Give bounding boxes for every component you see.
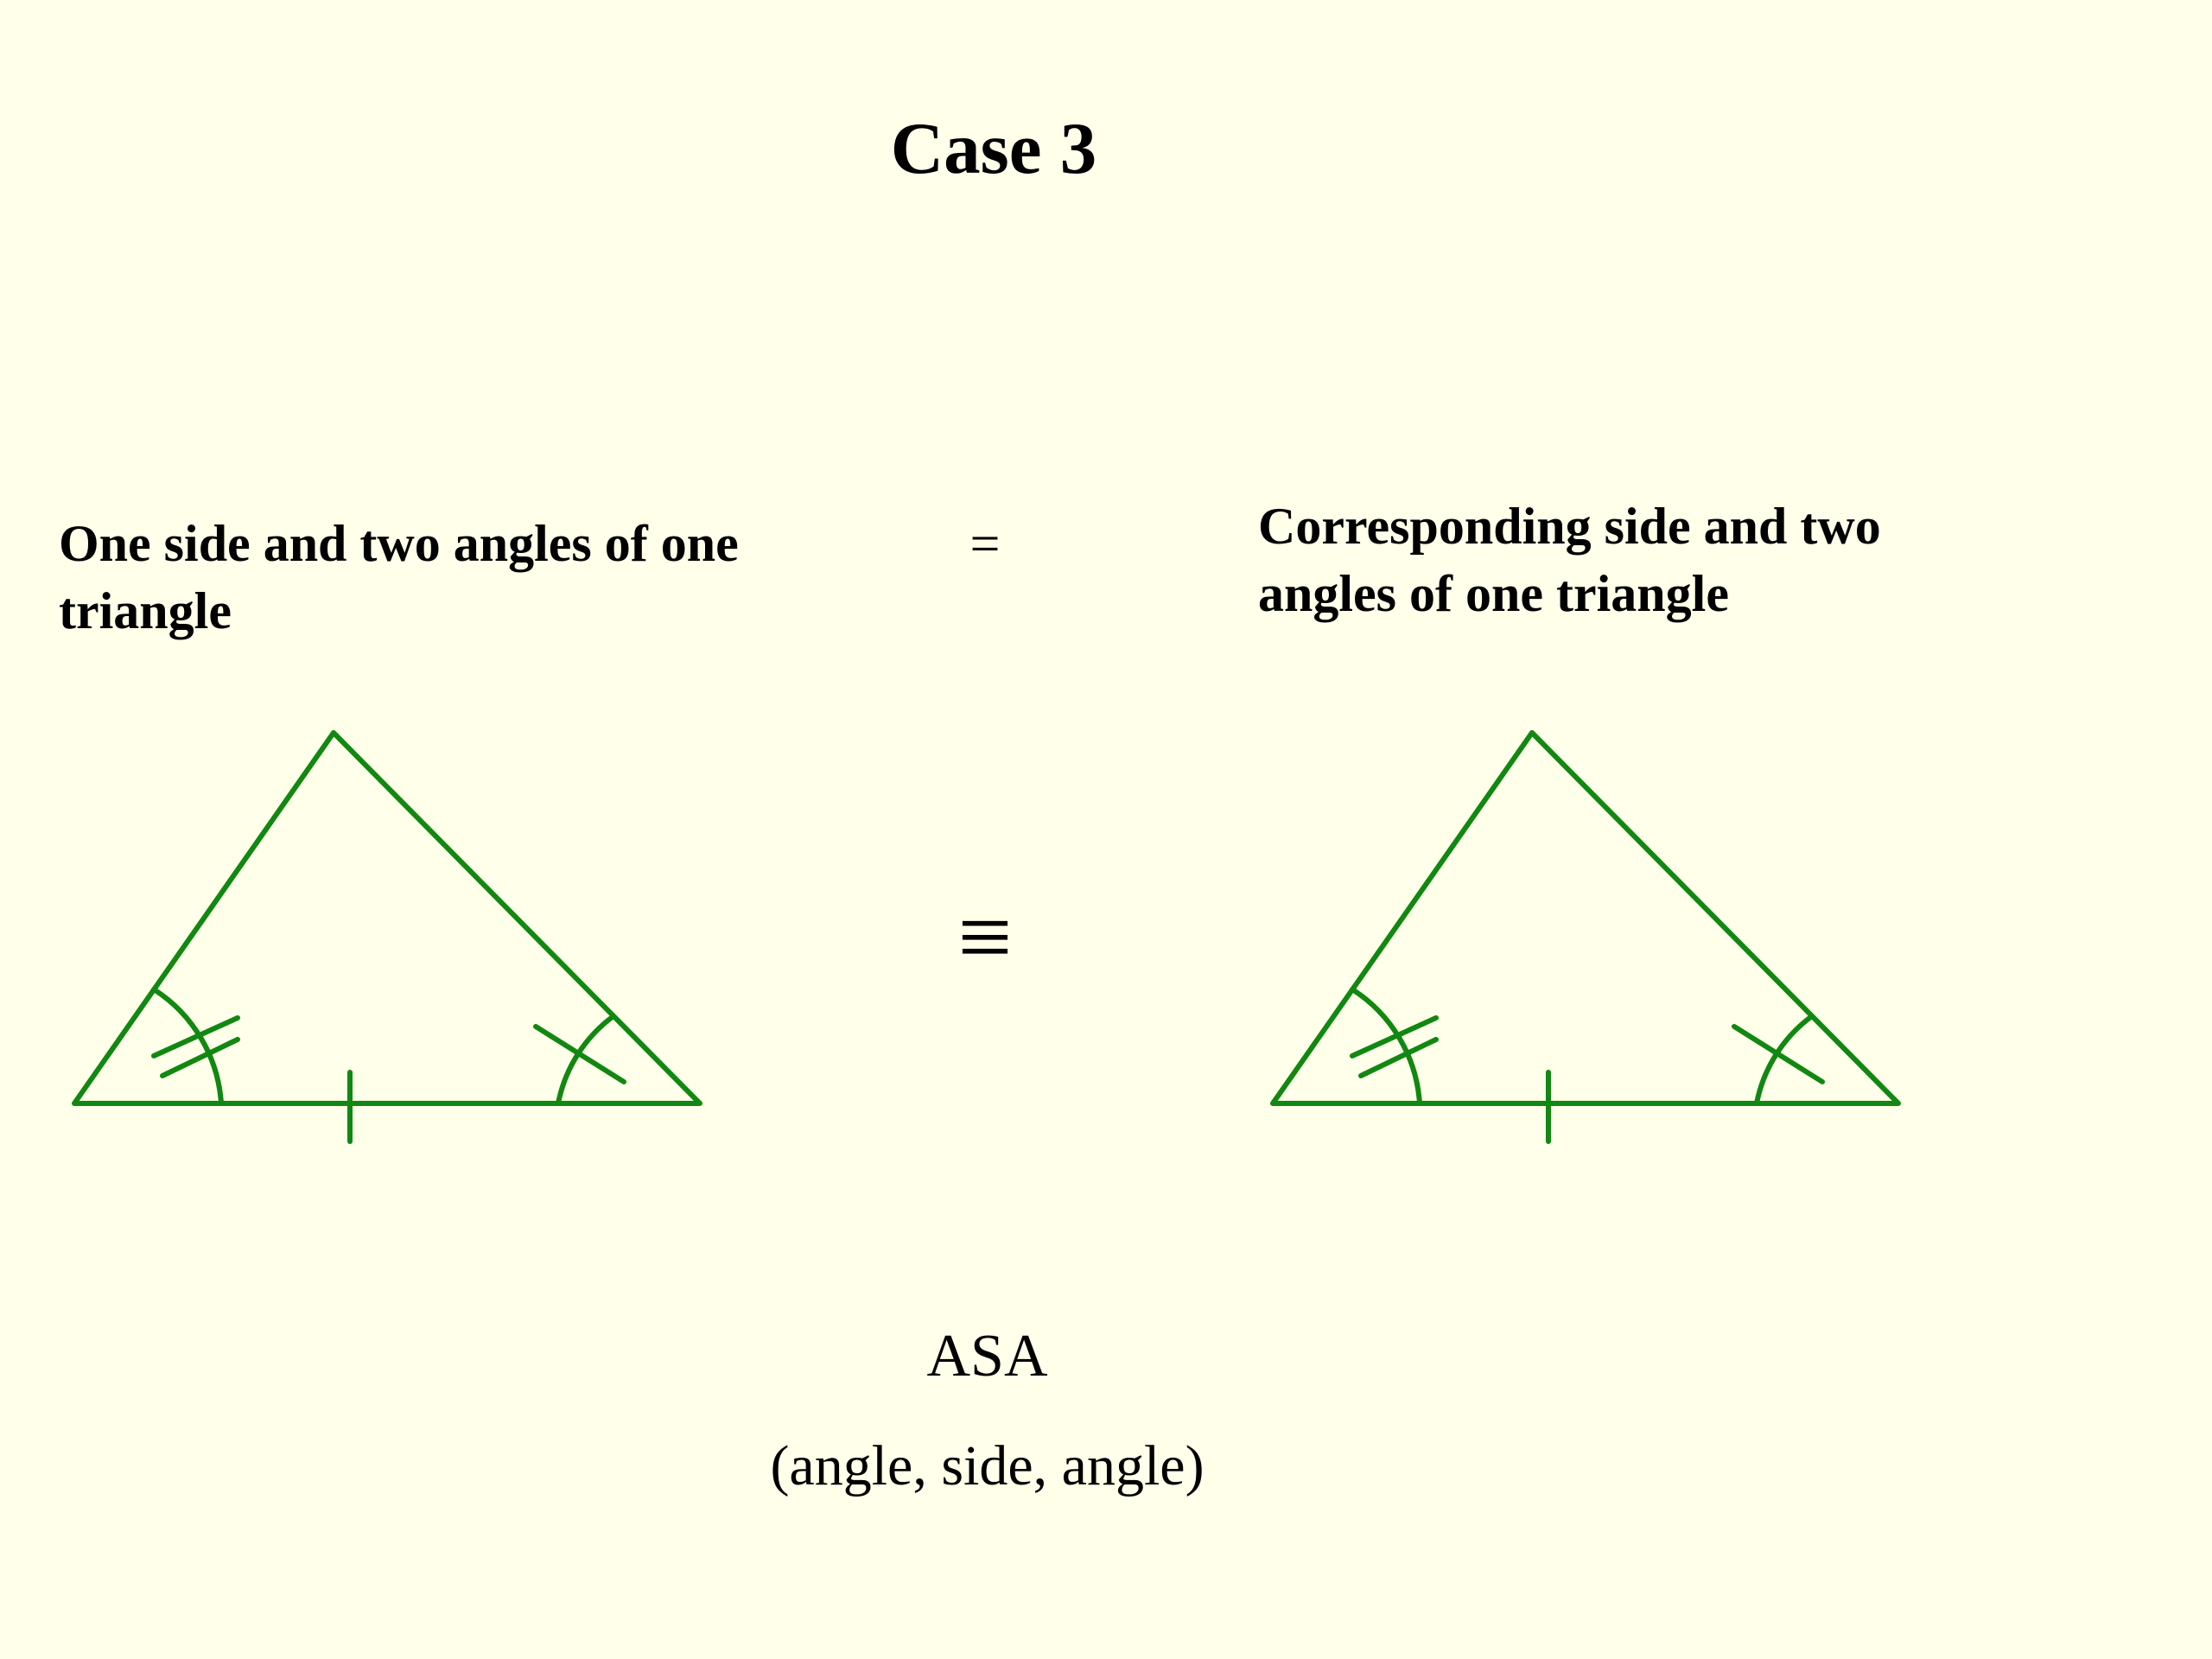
right-angle-tick	[1732, 1024, 1825, 1084]
right-angle-tick	[533, 1024, 626, 1084]
triangle-outline	[72, 730, 702, 1106]
left-caption: One side and two angles of one triangle	[59, 515, 739, 639]
triangle-outline	[1270, 730, 1901, 1106]
left-angle-tick-1	[151, 1015, 240, 1058]
left-angle-tick-1	[1350, 1015, 1439, 1058]
left-angle-arc	[1350, 987, 1422, 1106]
left-triangle	[72, 730, 702, 1144]
congruent-sign: ≡	[957, 884, 1013, 991]
right-caption: Corresponding side and two angles of one…	[1258, 498, 1881, 622]
slide-title: Case 3	[890, 108, 1097, 189]
left-angle-tick-2	[1358, 1037, 1439, 1078]
rule-expansion: (angle, side, angle)	[770, 1434, 1205, 1497]
left-angle-arc	[151, 987, 224, 1106]
equals-sign: =	[969, 515, 1001, 574]
rule-name: ASA	[926, 1323, 1048, 1389]
left-angle-tick-2	[160, 1037, 240, 1078]
right-triangle	[1270, 730, 1901, 1144]
